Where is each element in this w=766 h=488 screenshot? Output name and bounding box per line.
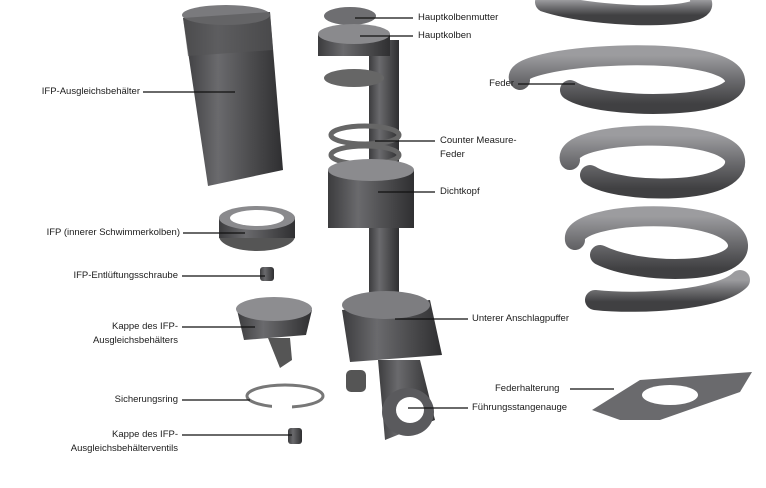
label-kappe-behaelter: Kappe des IFP- Ausgleichsbehälters [93, 320, 178, 348]
label-feder: Feder [489, 78, 514, 89]
label-hauptkolben: Hauptkolben [418, 30, 472, 41]
label-line-2: Ausgleichsbehälters [92, 335, 178, 346]
label-line-2: Ausgleichsbehälterventils [70, 443, 178, 454]
valve-cap-part [288, 428, 302, 444]
spring-retainer-part [592, 372, 752, 420]
ifp-piston-part [219, 206, 295, 251]
label-federhalterung: Federhalterung [495, 383, 560, 394]
bleed-screw-part [260, 267, 274, 281]
leader-lines [143, 17, 614, 436]
ifp-reservoir-part [182, 5, 283, 186]
label-dichtkopf: Dichtkopf [440, 186, 480, 197]
label-ifp-entlueftungsschraube: IFP-Entlüftungsschraube [73, 270, 178, 281]
circlip-part [245, 383, 325, 412]
label-ifp-ausgleichsbehaelter: IFP-Ausgleichsbehälter [41, 86, 140, 97]
label-ifp-schwimmerkolben: IFP (innerer Schwimmerkolben) [46, 227, 180, 238]
label-line-1: Kappe des IFP- [111, 321, 178, 332]
label-kappe-ventil: Kappe des IFP- Ausgleichsbehälterventils [71, 428, 178, 456]
label-line-2: Feder [440, 149, 465, 160]
label-line-1: Kappe des IFP- [111, 429, 178, 440]
label-hauptkolbenmutter: Hauptkolbenmutter [418, 12, 499, 23]
reservoir-cap-part [236, 297, 312, 368]
shaft-assembly-part [318, 7, 442, 440]
label-sicherungsring: Sicherungsring [114, 394, 178, 405]
label-counter-measure-feder: Counter Measure- Feder [440, 134, 517, 162]
label-unterer-anschlagpuffer: Unterer Anschlagpuffer [472, 313, 569, 324]
label-fuehrungsstangenauge: Führungsstangenauge [472, 402, 568, 413]
label-line-1: Counter Measure- [440, 135, 517, 146]
coil-spring-part [508, 0, 750, 312]
